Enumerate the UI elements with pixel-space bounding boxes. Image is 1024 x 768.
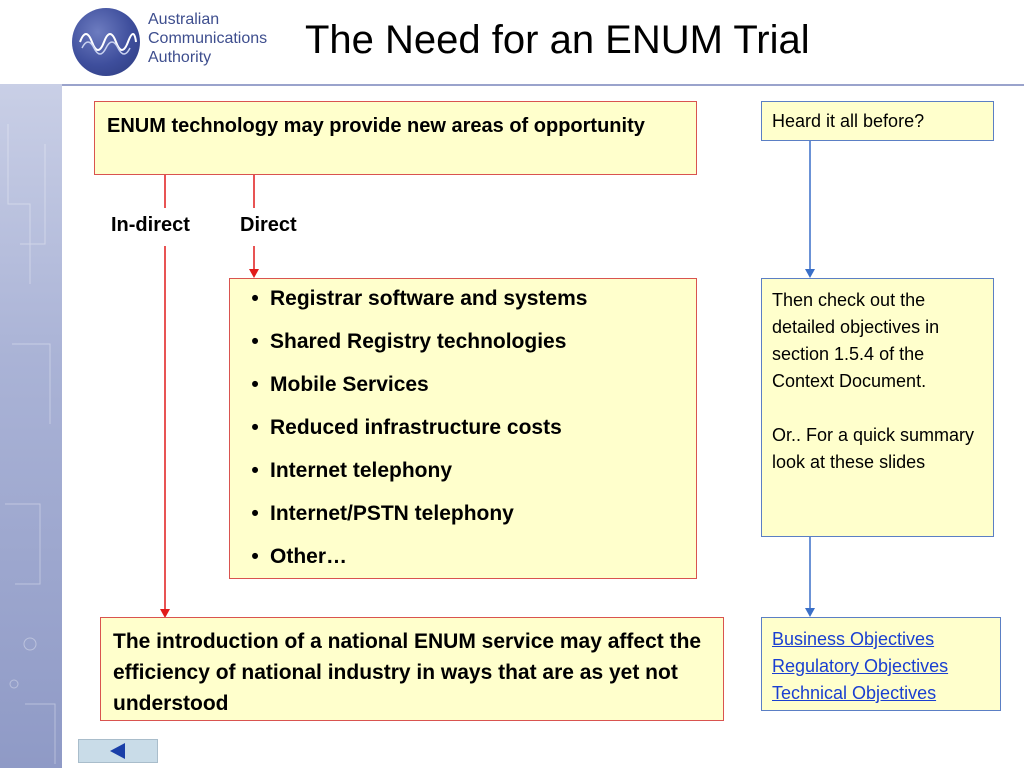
bullet: • bbox=[251, 373, 259, 396]
list-item: • Other… bbox=[240, 545, 684, 588]
header-divider bbox=[62, 84, 1024, 86]
list-item: • Shared Registry technologies bbox=[240, 330, 684, 373]
list-item-text: Internet telephony bbox=[270, 459, 453, 482]
list-item-text: Other… bbox=[270, 545, 348, 568]
list-item-text: Mobile Services bbox=[270, 373, 429, 396]
bullet: • bbox=[251, 459, 259, 482]
technical-objectives-link[interactable]: Technical Objectives bbox=[772, 683, 937, 703]
sidebar-arrowhead-2 bbox=[805, 608, 815, 617]
back-arrow-icon bbox=[110, 743, 125, 759]
direct-arrowhead bbox=[249, 269, 259, 278]
back-button[interactable] bbox=[78, 739, 158, 763]
list-item: • Internet telephony bbox=[240, 459, 684, 502]
direct-opportunities-list: • Registrar software and systems • Shared … bbox=[240, 287, 684, 588]
indirect-arrowhead bbox=[160, 609, 170, 618]
heard-it-all-box: Heard it all before? bbox=[761, 101, 994, 141]
list-item: • Reduced infrastructure costs bbox=[240, 416, 684, 459]
business-objectives-link[interactable]: Business Objectives bbox=[772, 629, 935, 649]
list-item-text: Registrar software and systems bbox=[270, 287, 588, 310]
list-item: • Mobile Services bbox=[240, 373, 684, 416]
check-objectives-box: Then check out the detailed objectives i… bbox=[761, 278, 994, 537]
left-decorative-band bbox=[0, 84, 62, 768]
header: Australian Communications Authority The … bbox=[0, 0, 1024, 84]
direct-label: Direct bbox=[240, 214, 297, 236]
enum-opportunity-box: ENUM technology may provide new areas of… bbox=[94, 101, 697, 175]
slide-title: The Need for an ENUM Trial bbox=[305, 18, 810, 62]
bullet: • bbox=[251, 502, 259, 525]
circuit-pattern bbox=[5, 124, 56, 764]
list-item: • Internet/PSTN telephony bbox=[240, 502, 684, 545]
logo-line-2: Communications bbox=[148, 30, 268, 47]
regulatory-objectives-link[interactable]: Regulatory Objectives bbox=[772, 656, 949, 676]
bullet: • bbox=[251, 545, 259, 568]
list-item-text: Reduced infrastructure costs bbox=[270, 416, 562, 439]
bullet: • bbox=[251, 416, 259, 439]
logo-text: Australian Communications Authority bbox=[148, 10, 298, 67]
list-item: • Registrar software and systems bbox=[240, 287, 684, 330]
objective-links-box: Business Objectives Regulatory Objective… bbox=[761, 617, 1001, 711]
bullet: • bbox=[251, 287, 259, 310]
sidebar-arrowhead-1 bbox=[805, 269, 815, 278]
quick-summary-text: Or.. For a quick summary look at these s… bbox=[772, 425, 975, 472]
acma-globe-logo bbox=[72, 8, 140, 76]
indirect-impact-box: The introduction of a national ENUM serv… bbox=[100, 617, 724, 721]
logo-line-1: Australian bbox=[148, 11, 220, 28]
check-objectives-text: Then check out the detailed objectives i… bbox=[772, 290, 940, 391]
indirect-label: In-direct bbox=[111, 214, 190, 236]
list-item-text: Internet/PSTN telephony bbox=[270, 502, 514, 525]
logo-line-3: Authority bbox=[148, 49, 212, 66]
list-item-text: Shared Registry technologies bbox=[270, 330, 567, 353]
bullet: • bbox=[251, 330, 259, 353]
direct-opportunities-box: • Registrar software and systems • Shared … bbox=[229, 278, 697, 579]
